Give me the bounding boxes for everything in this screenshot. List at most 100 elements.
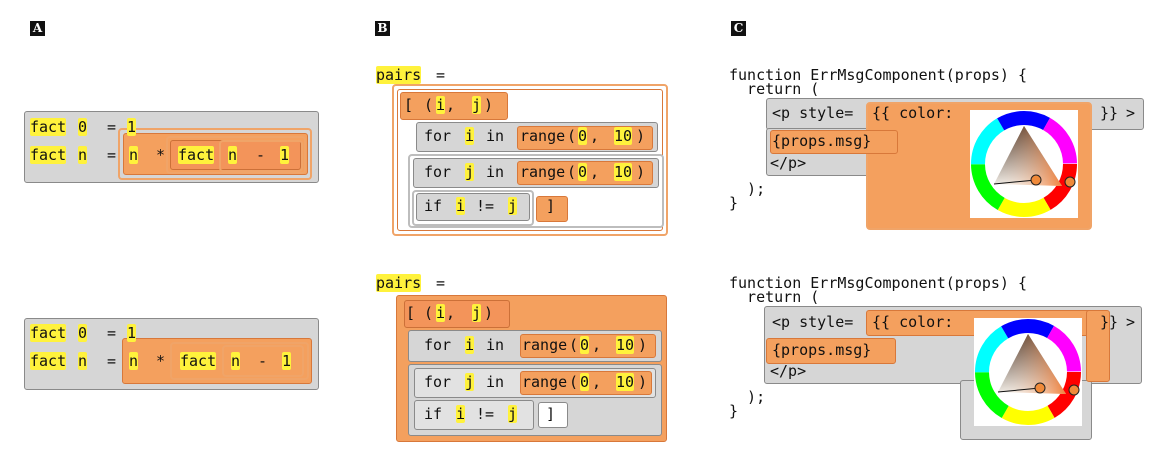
token-i: i (465, 127, 475, 145)
token-n: n (129, 352, 139, 370)
token-arg: 0 (78, 324, 88, 342)
if-outline (412, 190, 534, 226)
token-for: for (424, 336, 452, 354)
token-eq: = (107, 146, 117, 164)
for-outline (408, 154, 664, 228)
token-props: {props.msg} (772, 341, 872, 359)
style-block (1086, 310, 1110, 382)
code-line: function ErrMsgComponent(props) { (729, 274, 1028, 292)
token-in: in (486, 373, 505, 391)
token-paren: ( (567, 163, 577, 181)
token-comma: , (592, 373, 602, 391)
token-eq: = (107, 118, 117, 136)
token-comma: , (590, 163, 600, 181)
token-obj-close: }} (1100, 104, 1119, 122)
token-paren: ) (638, 373, 648, 391)
token-j: j (508, 197, 518, 215)
close-block (538, 402, 568, 428)
token-bracket: ] (546, 197, 556, 215)
token-for: for (424, 373, 452, 391)
token-var: pairs (376, 274, 422, 292)
token-tag-close: </p> (770, 362, 807, 380)
token-paren: ) (484, 304, 494, 322)
token-op: != (476, 405, 495, 423)
token-comma: , (446, 96, 456, 114)
token-paren: ( (424, 96, 434, 114)
props-block (766, 338, 896, 364)
token-obj-close: }} (1100, 313, 1119, 331)
token-fact: fact (30, 118, 67, 136)
panel-label-b: B (375, 21, 390, 36)
token-range: range (522, 336, 568, 354)
token-obj: {{ color: (872, 313, 954, 331)
token-fact: fact (30, 352, 67, 370)
props-block (770, 130, 898, 154)
token-fact: fact (30, 324, 67, 342)
token-tag-close: </p> (770, 154, 807, 172)
token-paren: ( (424, 304, 434, 322)
token-one: 1 (282, 352, 292, 370)
token-hi: 10 (616, 336, 635, 354)
token-paren: ( (569, 373, 579, 391)
token-paren: ( (567, 127, 577, 145)
token-j: j (465, 373, 475, 391)
token-fact: fact (30, 146, 67, 164)
token-comma: , (446, 304, 456, 322)
token-for: for (424, 127, 452, 145)
token-arg: n (78, 352, 88, 370)
token-j: j (472, 96, 482, 114)
token-range: range (522, 373, 568, 391)
token-bracket: [ (404, 96, 414, 114)
close-block (536, 196, 568, 222)
token-op: != (476, 197, 495, 215)
token-arg: 0 (78, 118, 88, 136)
code-line: ); (729, 388, 766, 406)
token-range: range (520, 163, 566, 181)
token-tag: <p style= (772, 313, 854, 331)
code-line: return ( (729, 288, 820, 306)
color-picker[interactable] (970, 110, 1078, 218)
token-eq: = (107, 352, 117, 370)
token-minus: - (256, 146, 266, 164)
token-n: n (231, 352, 241, 370)
color-picker[interactable] (974, 318, 1082, 426)
token-j: j (508, 405, 518, 423)
panel-label-c: C (731, 21, 746, 36)
code-line: } (729, 402, 739, 420)
token-if: if (424, 197, 443, 215)
list-comp-outline (392, 84, 668, 236)
token-n: n (228, 146, 238, 164)
orange-outline (118, 128, 312, 180)
token-bracket: ] (546, 405, 556, 423)
token-comma: , (592, 336, 602, 354)
token-gt: > (1126, 313, 1136, 331)
color-wheel-icon[interactable] (974, 318, 1082, 426)
token-val: 1 (127, 118, 137, 136)
token-i: i (456, 405, 466, 423)
token-n: n (129, 146, 139, 164)
token-for: for (424, 163, 452, 181)
color-wheel-icon[interactable] (970, 110, 1078, 218)
token-fact: fact (180, 352, 217, 370)
token-lo: 0 (578, 163, 588, 181)
code-line: function ErrMsgComponent(props) { (729, 66, 1028, 84)
token-hi: 10 (614, 127, 633, 145)
token-paren: ) (636, 163, 646, 181)
code-line: } (729, 194, 739, 212)
code-line: return ( (729, 80, 820, 98)
orange-outline (166, 136, 306, 174)
token-eq: = (436, 274, 446, 292)
token-paren: ) (638, 336, 648, 354)
token-in: in (486, 163, 505, 181)
panel-label-a: A (30, 21, 45, 36)
token-in: in (486, 127, 505, 145)
token-val: 1 (127, 324, 137, 342)
token-op: * (156, 352, 166, 370)
token-paren: ( (569, 336, 579, 354)
token-lo: 0 (580, 373, 590, 391)
token-lo: 0 (580, 336, 590, 354)
token-in: in (486, 336, 505, 354)
token-fact: fact (178, 146, 215, 164)
code-line: ); (729, 180, 766, 198)
token-i: i (465, 336, 475, 354)
